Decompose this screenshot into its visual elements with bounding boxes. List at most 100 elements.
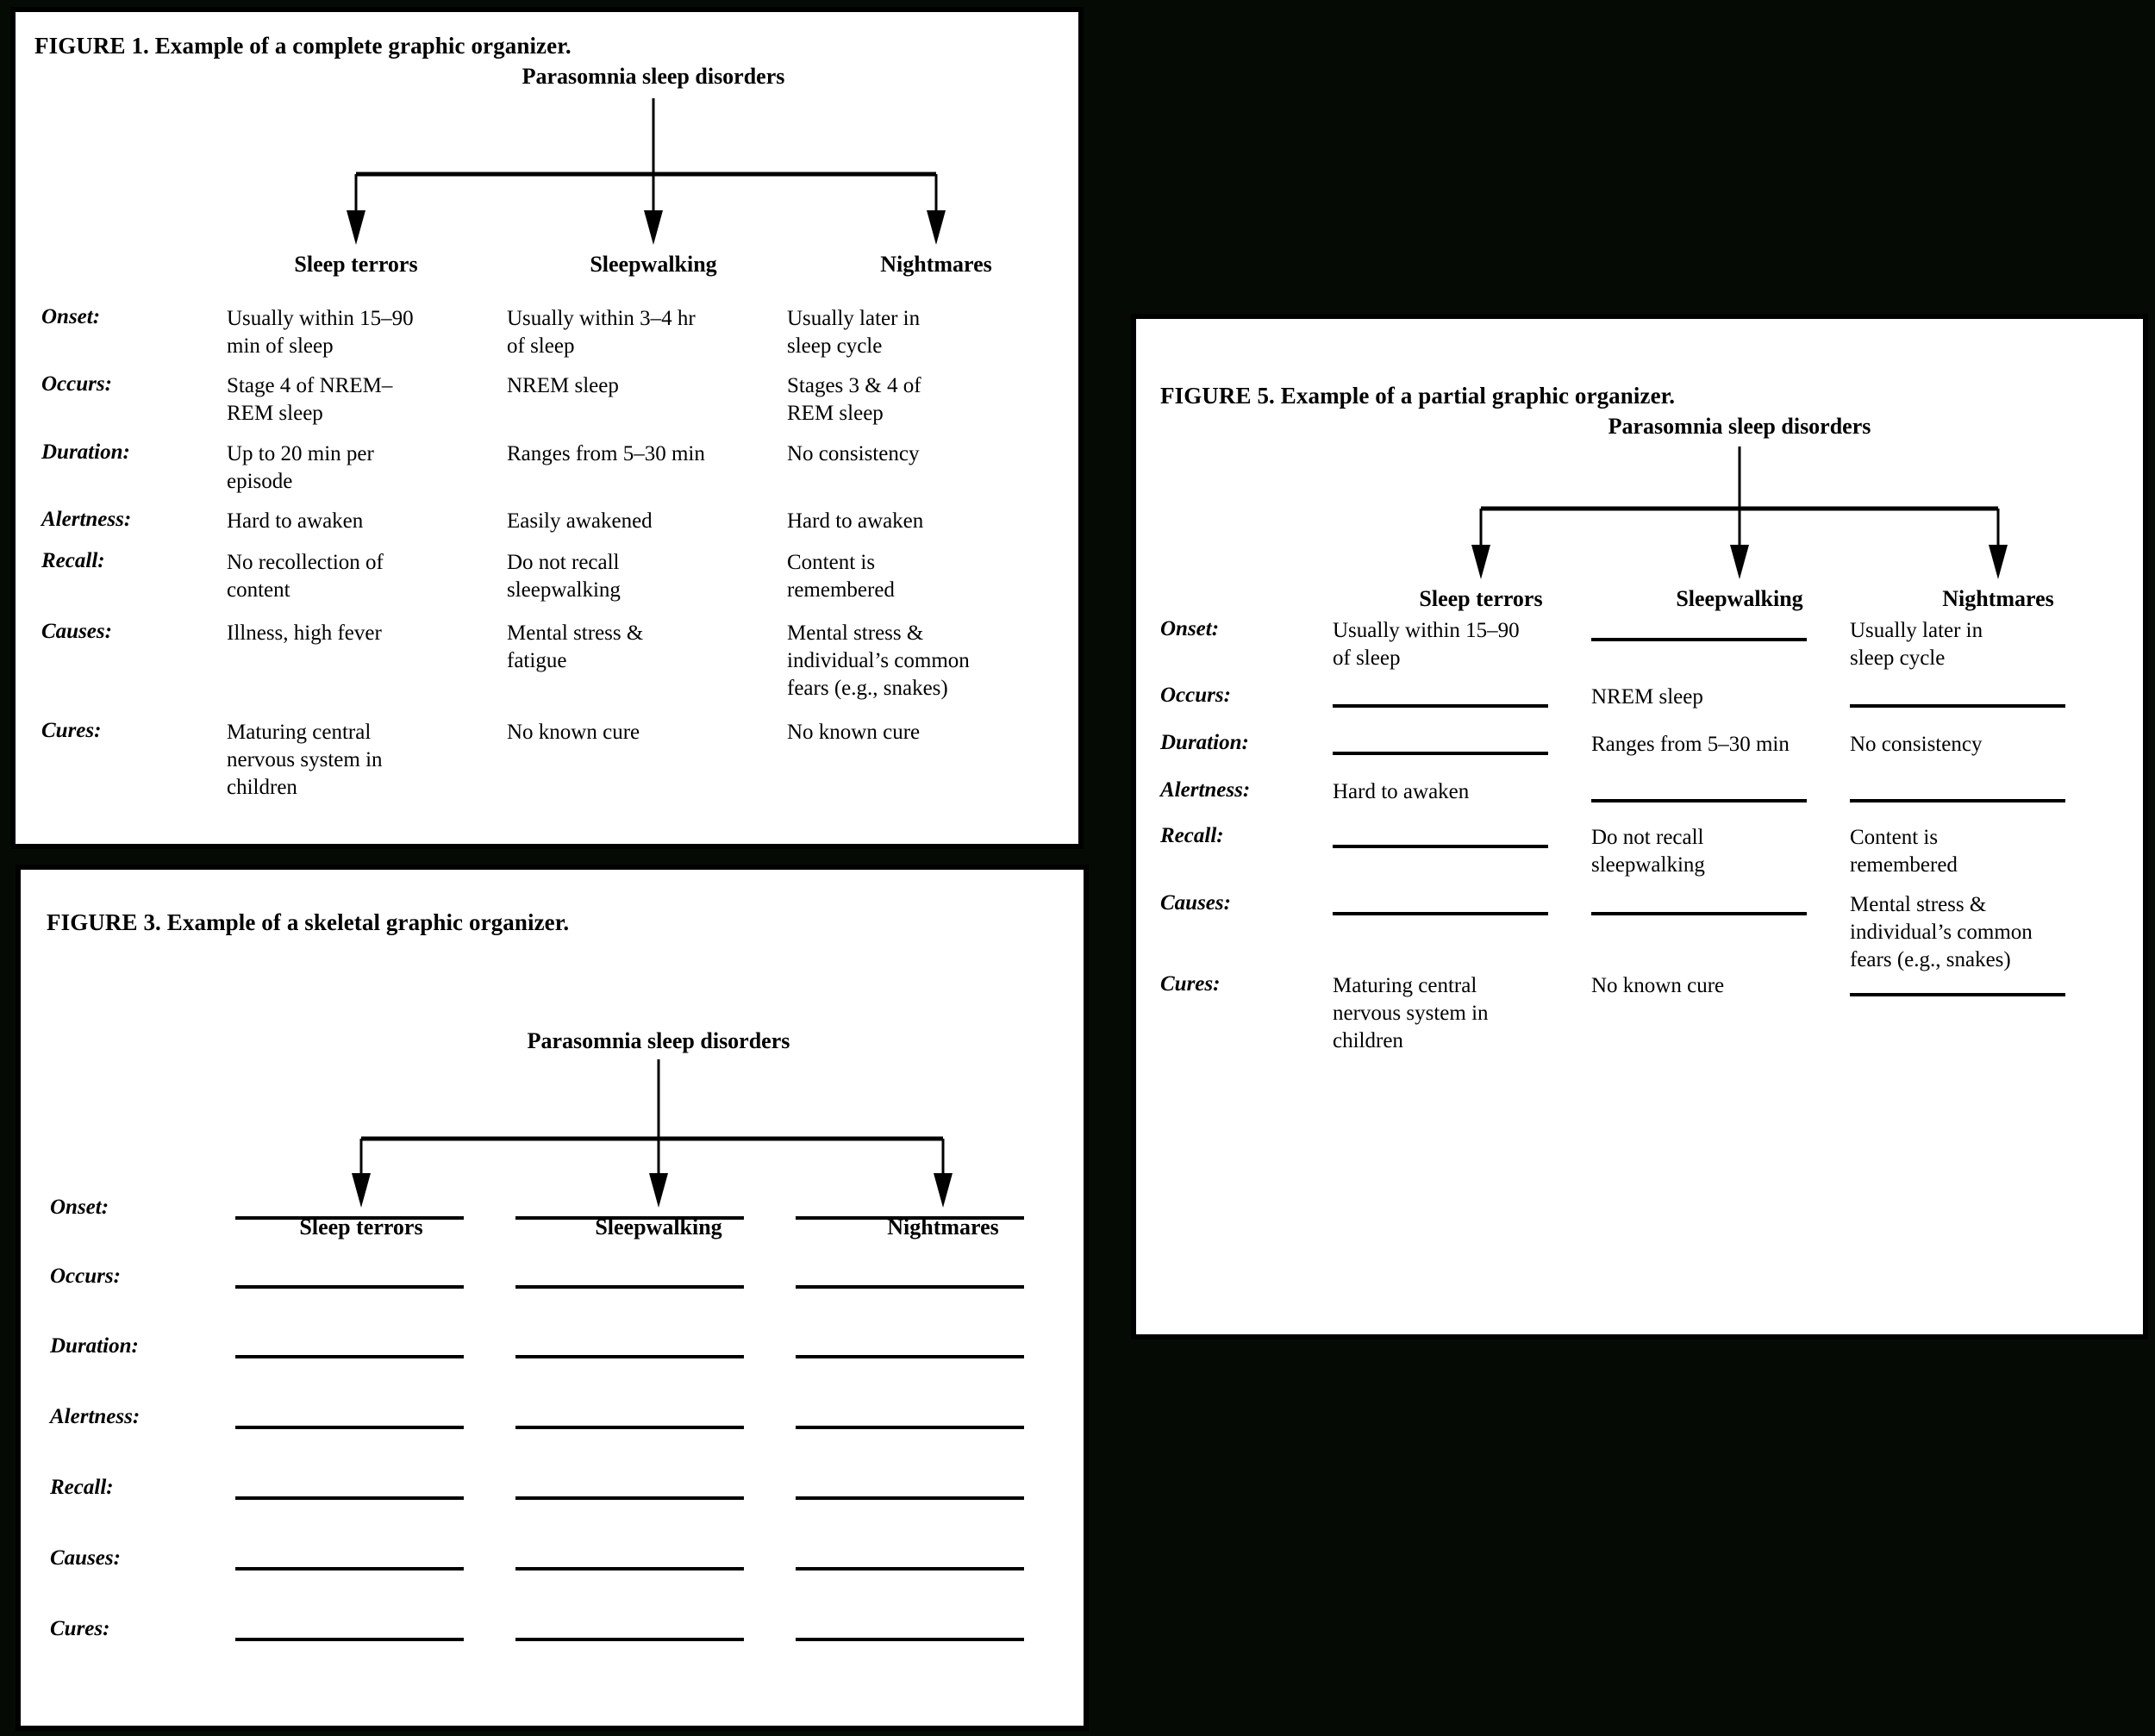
blank-answer-line[interactable]: [1333, 845, 1548, 848]
attribute-value-line: NREM sleep: [1591, 685, 1703, 709]
attribute-value: Stages 3 & 4 of REM sleep: [787, 372, 1046, 428]
tree-connector-lines: [1471, 446, 2008, 579]
blank-answer-line[interactable]: [796, 1355, 1024, 1358]
blank-answer-line[interactable]: [796, 1216, 1024, 1220]
blank-answer-line[interactable]: [1850, 799, 2065, 802]
attribute-value-line: NREM sleep: [507, 374, 619, 397]
blank-answer-line[interactable]: [796, 1567, 1024, 1571]
attribute-value-line: No known cure: [507, 721, 640, 744]
attribute-value-line: episode: [227, 470, 293, 493]
attribute-value-line: Usually within 3–4 hr: [507, 307, 696, 330]
figure-3-title: FIGURE 3. Example of a skeletal graphic …: [47, 909, 570, 935]
tree-root-label: Parasomnia sleep disorders: [527, 1028, 790, 1053]
blank-answer-line[interactable]: [796, 1285, 1024, 1289]
attribute-value-line: REM sleep: [227, 402, 323, 425]
attribute-value-line: No known cure: [787, 721, 921, 744]
attribute-value-line: Usually within 15–90: [1333, 619, 1520, 642]
blank-answer-line[interactable]: [515, 1638, 744, 1641]
figure-1-content: FIGURE 1. Example of a complete graphic …: [16, 12, 1078, 844]
attribute-value-line: remembered: [787, 578, 895, 602]
blank-answer-line[interactable]: [515, 1285, 744, 1289]
attribute-value-line: remembered: [1850, 853, 1958, 877]
attribute-value: No consistency: [1850, 731, 2100, 759]
attribute-value: Maturing central nervous system in childre…: [1333, 972, 1583, 1055]
attribute-value: NREM sleep: [507, 372, 774, 400]
figure-5-content: FIGURE 5. Example of a partial graphic o…: [1136, 319, 2143, 1334]
blank-answer-line[interactable]: [796, 1496, 1024, 1500]
attribute-value-line: Maturing central: [1333, 974, 1477, 997]
attribute-label: Cures:: [50, 1617, 110, 1640]
attribute-value-line: Stages 3 & 4 of: [787, 374, 921, 397]
figure-1-title: FIGURE 1. Example of a complete graphic …: [34, 33, 572, 59]
tree-child-label-3: Nightmares: [880, 252, 992, 277]
attribute-value-line: Up to 20 min per: [227, 442, 374, 465]
attribute-value-line: Ranges from 5–30 min: [507, 442, 705, 465]
attribute-value-line: individual’s common: [1850, 921, 2033, 944]
attribute-value: No known cure: [507, 719, 774, 746]
blank-answer-line[interactable]: [235, 1285, 464, 1289]
attribute-label: Occurs:: [41, 372, 112, 396]
blank-answer-line[interactable]: [515, 1426, 744, 1429]
blank-answer-line[interactable]: [1333, 912, 1548, 915]
attribute-value-line: Usually later in: [1850, 619, 1983, 642]
blank-answer-line[interactable]: [515, 1355, 744, 1358]
blank-answer-line[interactable]: [515, 1216, 744, 1220]
arrow-head-icon: [649, 1173, 668, 1208]
blank-answer-line[interactable]: [235, 1355, 464, 1358]
attribute-value-line: Mental stress &: [507, 621, 644, 645]
attribute-value-line: min of sleep: [227, 334, 334, 358]
tree-connector-lines: [352, 1059, 953, 1208]
blank-answer-line[interactable]: [796, 1426, 1024, 1429]
attribute-value: Ranges from 5–30 min: [507, 440, 774, 468]
blank-answer-line[interactable]: [235, 1426, 464, 1429]
blank-answer-line[interactable]: [1850, 993, 2065, 996]
attribute-label: Recall:: [50, 1476, 114, 1499]
blank-answer-line[interactable]: [1591, 912, 1807, 915]
blank-answer-line[interactable]: [796, 1638, 1024, 1641]
attribute-value: Stage 4 of NREM–REM sleep: [227, 372, 494, 428]
tree-child-label-3: Nightmares: [1942, 586, 2054, 611]
attribute-label: Alertness:: [41, 508, 132, 531]
attribute-value-line: content: [227, 578, 290, 602]
attribute-value-line: Content is: [1850, 826, 1939, 849]
blank-answer-line[interactable]: [1591, 638, 1807, 641]
blank-answer-line[interactable]: [515, 1567, 744, 1571]
attribute-value-line: children: [1333, 1029, 1403, 1052]
attribute-value-line: sleepwalking: [507, 578, 621, 602]
attribute-value-line: Mental stress &: [787, 621, 924, 645]
attribute-value: NREM sleep: [1591, 684, 1841, 711]
arrow-head-icon: [1471, 545, 1490, 579]
blank-answer-line[interactable]: [515, 1496, 744, 1500]
attribute-value-line: Usually later in: [787, 307, 921, 330]
attribute-value-line: Hard to awaken: [787, 509, 924, 533]
blank-answer-line[interactable]: [1333, 752, 1548, 755]
blank-answer-line[interactable]: [235, 1496, 464, 1500]
blank-answer-line[interactable]: [235, 1216, 464, 1220]
blank-answer-line[interactable]: [1591, 799, 1807, 802]
figure-3-panel: FIGURE 3. Example of a skeletal graphic …: [16, 865, 1089, 1731]
attribute-value-line: Mental stress &: [1850, 893, 1987, 916]
attribute-label: Recall:: [1160, 824, 1224, 847]
blank-answer-line[interactable]: [1850, 704, 2065, 708]
attribute-value-line: nervous system in: [227, 748, 383, 771]
tree-child-label-1: Sleep terrors: [294, 252, 418, 277]
attribute-label: Occurs:: [50, 1265, 121, 1288]
blank-answer-line[interactable]: [235, 1638, 464, 1641]
blank-answer-line[interactable]: [235, 1567, 464, 1571]
attribute-value-line: nervous system in: [1333, 1002, 1489, 1025]
attribute-value-line: Content is: [787, 551, 876, 574]
blank-answer-line[interactable]: [1333, 704, 1548, 708]
attribute-value: Easily awakened: [507, 508, 774, 535]
attribute-label: Causes:: [41, 620, 112, 643]
attribute-label: Cures:: [1160, 972, 1221, 996]
attribute-value-line: REM sleep: [787, 402, 884, 425]
